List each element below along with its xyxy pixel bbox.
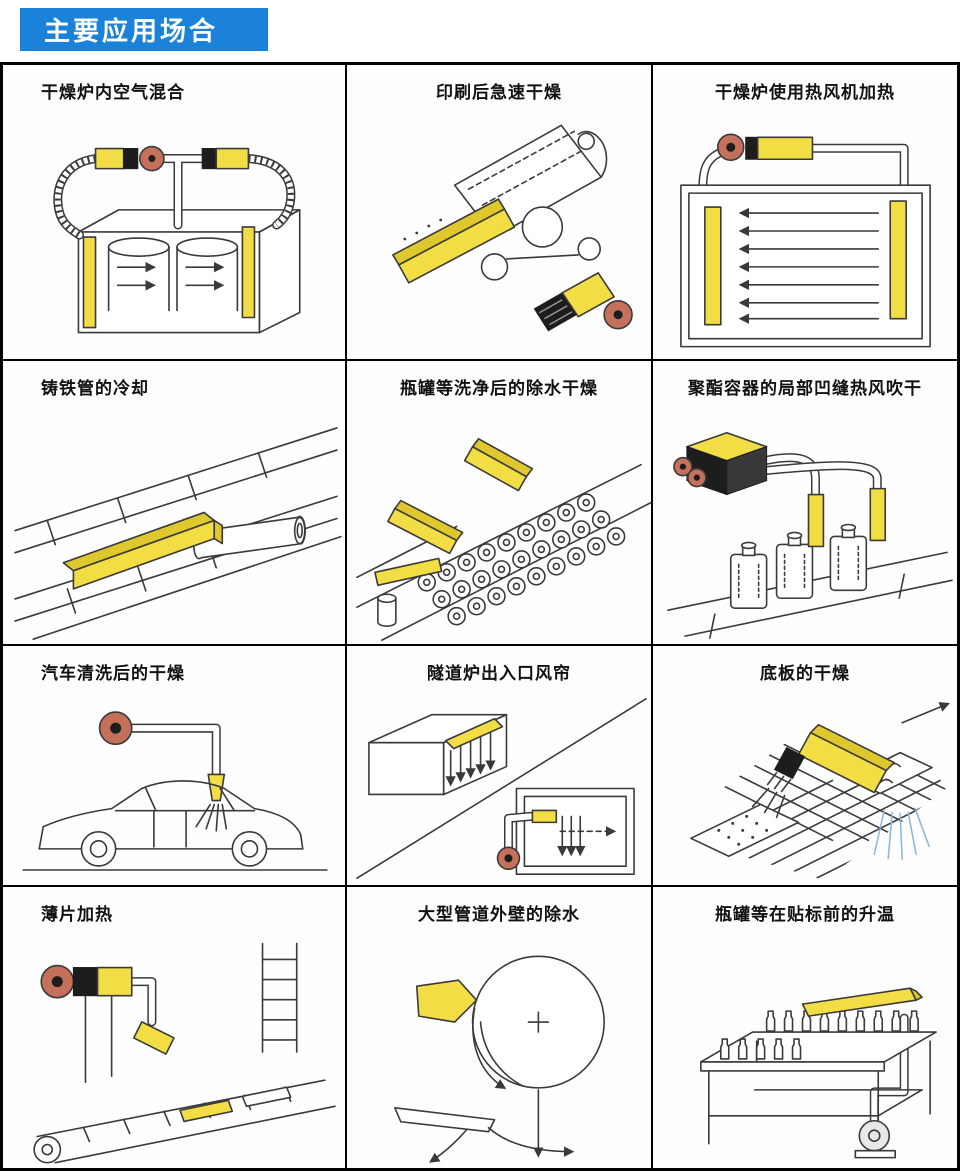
tunnel-furnace-air-curtain-drawing xyxy=(356,697,647,879)
cell-furnace-hot-air-heating: 干燥炉使用热风机加热 xyxy=(652,64,958,360)
thin-sheet-heating-illustration xyxy=(3,927,345,1168)
cell-thin-sheet-heating: 薄片加热 xyxy=(2,886,346,1169)
cell-title: 干燥炉使用热风机加热 xyxy=(715,83,895,102)
furnace-air-mixing-illustration xyxy=(3,105,345,359)
polyester-container-seam-drying-illustration xyxy=(653,401,957,644)
polyester-container-seam-drying-drawing xyxy=(667,431,953,639)
cell-tunnel-furnace-air-curtain: 隧道炉出入口风帘 xyxy=(346,645,652,886)
bottle-dewater-drying-illustration xyxy=(347,401,651,644)
thin-sheet-heating-drawing xyxy=(33,942,336,1164)
furnace-hot-air-heating-illustration xyxy=(653,105,957,359)
cast-iron-pipe-cooling-illustration xyxy=(3,401,345,644)
cell-title: 干燥炉内空气混合 xyxy=(41,83,185,102)
cell-title: 汽车清洗后的干燥 xyxy=(41,664,185,683)
cell-title: 大型管道外壁的除水 xyxy=(418,905,580,924)
large-pipe-dewatering-illustration xyxy=(347,927,651,1168)
cell-large-pipe-dewatering: 大型管道外壁的除水 xyxy=(346,886,652,1169)
cell-car-wash-drying: 汽车清洗后的干燥 xyxy=(2,645,346,886)
cell-base-plate-drying: 底板的干燥 xyxy=(652,645,958,886)
applications-grid: 干燥炉内空气混合 xyxy=(0,62,960,1171)
page-title: 主要应用场合 xyxy=(44,16,219,46)
cell-title: 薄片加热 xyxy=(41,905,113,924)
furnace-air-mixing-drawing xyxy=(53,145,301,334)
cast-iron-pipe-cooling-drawing xyxy=(14,427,342,640)
cell-bottle-dewater-drying: 瓶罐等洗净后的除水干燥 xyxy=(346,360,652,645)
post-print-rapid-drying-drawing xyxy=(392,124,633,332)
base-plate-drying-illustration xyxy=(653,686,957,885)
cell-cast-iron-pipe-cooling: 铸铁管的冷却 xyxy=(2,360,346,645)
cell-title: 印刷后急速干燥 xyxy=(436,83,562,102)
page-title-badge: 主要应用场合 xyxy=(20,8,268,51)
bottle-preheat-before-labeling-drawing xyxy=(700,987,937,1159)
cell-bottle-preheat-before-labeling: 瓶罐等在贴标前的升温 xyxy=(652,886,958,1169)
cell-title: 铸铁管的冷却 xyxy=(41,379,149,398)
cell-title: 底板的干燥 xyxy=(760,664,850,683)
bottle-dewater-drying-drawing xyxy=(356,437,651,641)
cell-furnace-air-mixing: 干燥炉内空气混合 xyxy=(2,64,346,360)
furnace-hot-air-heating-drawing xyxy=(680,133,931,348)
tunnel-furnace-air-curtain-illustration xyxy=(347,686,651,885)
post-print-rapid-drying-illustration xyxy=(347,105,651,359)
bottle-preheat-before-labeling-illustration xyxy=(653,927,957,1168)
car-wash-drying-drawing xyxy=(22,711,328,871)
cell-title: 瓶罐等洗净后的除水干燥 xyxy=(400,379,598,398)
cell-title: 聚酯容器的局部凹缝热风吹干 xyxy=(688,379,922,398)
large-pipe-dewatering-drawing xyxy=(394,955,605,1163)
car-wash-drying-illustration xyxy=(3,686,345,885)
cell-polyester-container-seam-drying: 聚酯容器的局部凹缝热风吹干 xyxy=(652,360,958,645)
cell-title: 瓶罐等在贴标前的升温 xyxy=(715,905,895,924)
cell-post-print-rapid-drying: 印刷后急速干燥 xyxy=(346,64,652,360)
base-plate-drying-drawing xyxy=(660,702,955,881)
cell-title: 隧道炉出入口风帘 xyxy=(427,664,571,683)
